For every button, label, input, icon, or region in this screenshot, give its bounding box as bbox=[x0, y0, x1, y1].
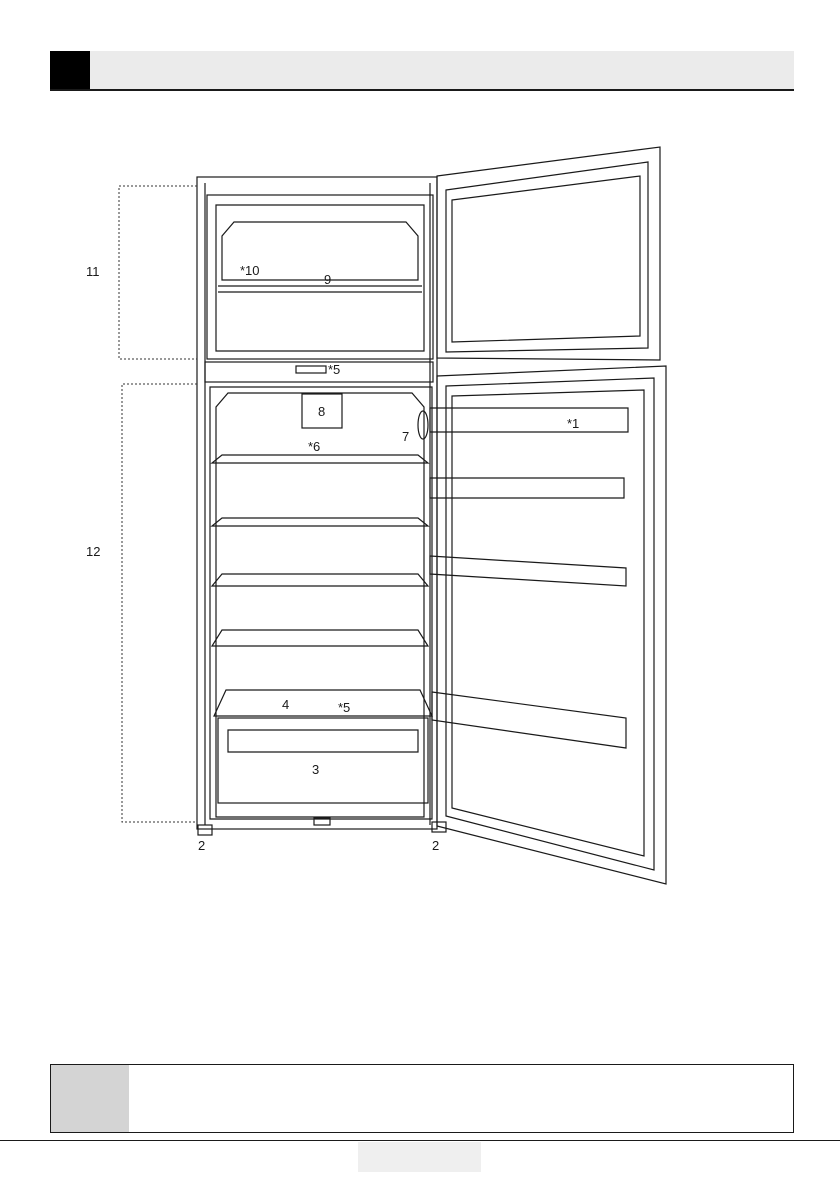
callout-1: *1 bbox=[567, 416, 579, 431]
fridge-compartment bbox=[210, 387, 432, 819]
callout-12: 12 bbox=[86, 544, 100, 559]
shelf-1 bbox=[212, 455, 428, 463]
callout-9: 9 bbox=[324, 272, 331, 287]
freezer-door bbox=[437, 147, 660, 360]
callout-11: 11 bbox=[86, 264, 100, 279]
callout-7: 7 bbox=[402, 429, 409, 444]
callout-5-bottom: *5 bbox=[338, 700, 350, 715]
thermostat-knob bbox=[296, 366, 326, 373]
callout-6: *6 bbox=[308, 439, 320, 454]
callout-2-right: 2 bbox=[432, 838, 439, 853]
shelf-3 bbox=[212, 574, 428, 586]
door-balcony-3 bbox=[430, 556, 626, 586]
callout-5-top: *5 bbox=[328, 362, 340, 377]
divider-panel bbox=[205, 362, 433, 382]
note-box bbox=[50, 1064, 794, 1133]
shelf-2 bbox=[212, 518, 428, 526]
callout-8: 8 bbox=[318, 404, 325, 419]
fridge-door bbox=[437, 366, 666, 884]
fan-unit bbox=[418, 411, 428, 439]
page-number-tab bbox=[358, 1142, 481, 1172]
callout-3: 3 bbox=[312, 762, 319, 777]
note-icon-panel bbox=[51, 1065, 129, 1132]
footer-rule bbox=[0, 1140, 840, 1141]
callout-4: 4 bbox=[282, 697, 289, 712]
foot-left bbox=[198, 825, 212, 835]
fridge-bracket bbox=[122, 384, 197, 822]
callout-2-left: 2 bbox=[198, 838, 205, 853]
door-balcony-4 bbox=[432, 692, 626, 748]
callout-10: *10 bbox=[240, 263, 260, 278]
door-balcony-1 bbox=[430, 408, 628, 432]
shelf-4 bbox=[212, 630, 428, 646]
cabinet-outline bbox=[197, 177, 437, 829]
freezer-bracket bbox=[119, 186, 197, 359]
crisper-drawer bbox=[218, 718, 428, 803]
door-balcony-2 bbox=[430, 478, 624, 498]
crisper-cover bbox=[214, 690, 432, 716]
